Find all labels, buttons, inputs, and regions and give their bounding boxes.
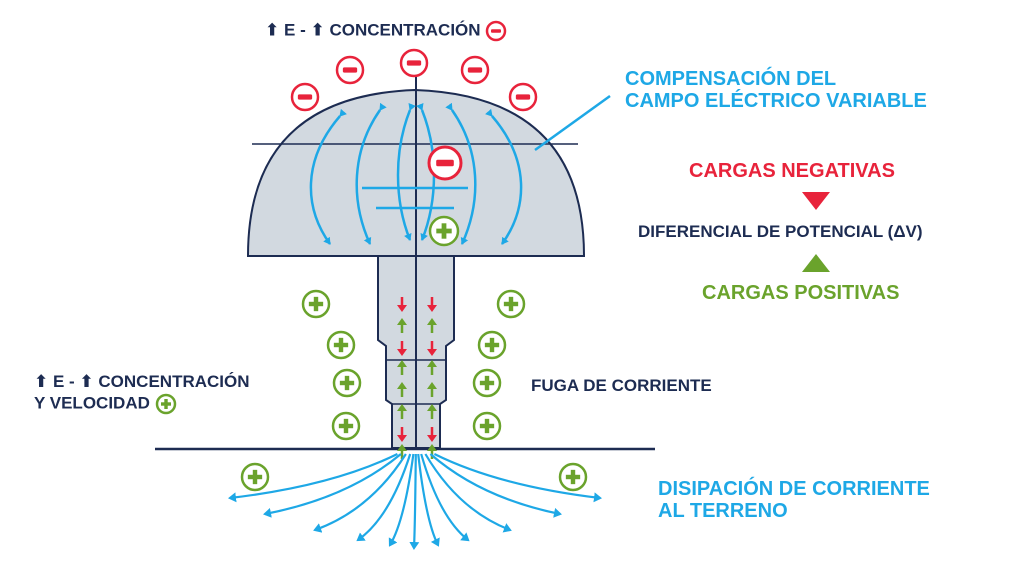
field-arrow <box>485 108 523 245</box>
green-up-arrow <box>427 404 437 419</box>
left-arrow-icon: ⬆ <box>34 372 49 391</box>
triangle-down-icon <box>802 192 830 210</box>
top-dash: - <box>300 20 306 40</box>
ground-dissipation-arrow <box>424 453 512 533</box>
dissipation-line-1: DISIPACIÓN DE CORRIENTE <box>658 478 930 500</box>
charge-group <box>240 48 588 492</box>
plus-circle-icon <box>331 411 361 441</box>
minus-circle-icon <box>508 82 538 112</box>
ground-dissipation-arrow <box>313 453 407 533</box>
minus-circle-icon <box>486 20 507 42</box>
plus-circle-icon <box>155 393 176 415</box>
triangle-up-icon <box>802 254 830 272</box>
red-down-arrow <box>427 341 437 356</box>
minus-circle-icon <box>427 145 463 181</box>
left-concentration-text: E - ⬆ CONCENTRACIÓN <box>52 372 250 391</box>
plus-circle-icon <box>326 330 356 360</box>
ground-dissipation-arrow <box>263 453 402 518</box>
top-arrow-icon: ⬆ <box>265 20 280 40</box>
ground-dissipation-arrow <box>409 453 420 550</box>
green-up-arrow <box>397 318 407 333</box>
green-up-arrow <box>397 360 407 375</box>
plus-circle-icon <box>472 368 502 398</box>
dissipation-label: DISIPACIÓN DE CORRIENTE AL TERRENO <box>658 478 930 523</box>
negative-charges-label: CARGAS NEGATIVAS <box>689 160 895 182</box>
plus-circle-icon <box>496 289 526 319</box>
field-arrow <box>355 102 387 245</box>
top-concentration-label: ⬆ E - ⬆ CONCENTRACIÓN <box>265 20 507 42</box>
green-up-arrow <box>397 444 407 459</box>
red-down-arrow <box>427 427 437 442</box>
positive-charges-label: CARGAS POSITIVAS <box>702 282 900 304</box>
top-arrow-icon-2: ⬆ <box>310 20 325 40</box>
plus-circle-icon <box>332 368 362 398</box>
current-leak-label: FUGA DE CORRIENTE <box>531 376 712 395</box>
ground-dissipation-arrow <box>433 453 602 503</box>
field-arrow <box>445 102 477 245</box>
ground-dissipation-arrow <box>388 453 415 547</box>
green-up-arrow <box>397 404 407 419</box>
green-up-arrow <box>427 382 437 397</box>
compensation-label: COMPENSACIÓN DEL CAMPO ELÉCTRICO VARIABL… <box>625 68 927 113</box>
plus-circle-icon <box>428 215 460 247</box>
red-down-arrow <box>397 297 407 312</box>
minus-circle-icon <box>290 82 320 112</box>
ground-dissipation-arrow <box>420 453 470 542</box>
plus-circle-icon <box>477 330 507 360</box>
red-down-arrow <box>427 297 437 312</box>
top-e-symbol: E <box>283 20 296 40</box>
green-up-arrow <box>427 360 437 375</box>
green-up-arrow <box>427 318 437 333</box>
potential-difference-label: DIFERENCIAL DE POTENCIAL (ΔV) <box>638 222 923 241</box>
plus-circle-icon <box>558 462 588 492</box>
field-arrow-group <box>309 102 523 245</box>
triangle-group <box>802 192 830 272</box>
left-concentration-label: ⬆ E - ⬆ CONCENTRACIÓN Y VELOCIDAD <box>34 372 250 415</box>
compensation-line-2: CAMPO ELÉCTRICO VARIABLE <box>625 90 927 113</box>
top-concentration-text: CONCENTRACIÓN <box>329 20 481 40</box>
dissipation-line-2: AL TERRENO <box>658 500 788 523</box>
red-down-arrow <box>397 427 407 442</box>
minus-circle-icon <box>399 48 429 78</box>
minus-circle-icon <box>460 55 490 85</box>
field-arrow <box>309 108 347 245</box>
leak-arrow-group <box>397 297 437 459</box>
plus-circle-icon <box>240 462 270 492</box>
ground-dissipation-arrow <box>429 453 562 518</box>
compensation-line-1: COMPENSACIÓN DEL <box>625 68 837 90</box>
ground-dissipation-arrow <box>228 453 398 503</box>
callout-line <box>534 94 611 152</box>
ground-dissipation-arrow <box>356 453 412 542</box>
green-up-arrow <box>397 382 407 397</box>
field-arrow <box>396 102 416 241</box>
plus-circle-icon <box>472 411 502 441</box>
ground-dissipation-arrow <box>417 453 440 547</box>
left-velocity-text: Y VELOCIDAD <box>34 393 150 413</box>
plus-circle-icon <box>301 289 331 319</box>
red-down-arrow <box>397 341 407 356</box>
minus-circle-icon <box>335 55 365 85</box>
ground-arrow-group <box>228 453 602 550</box>
